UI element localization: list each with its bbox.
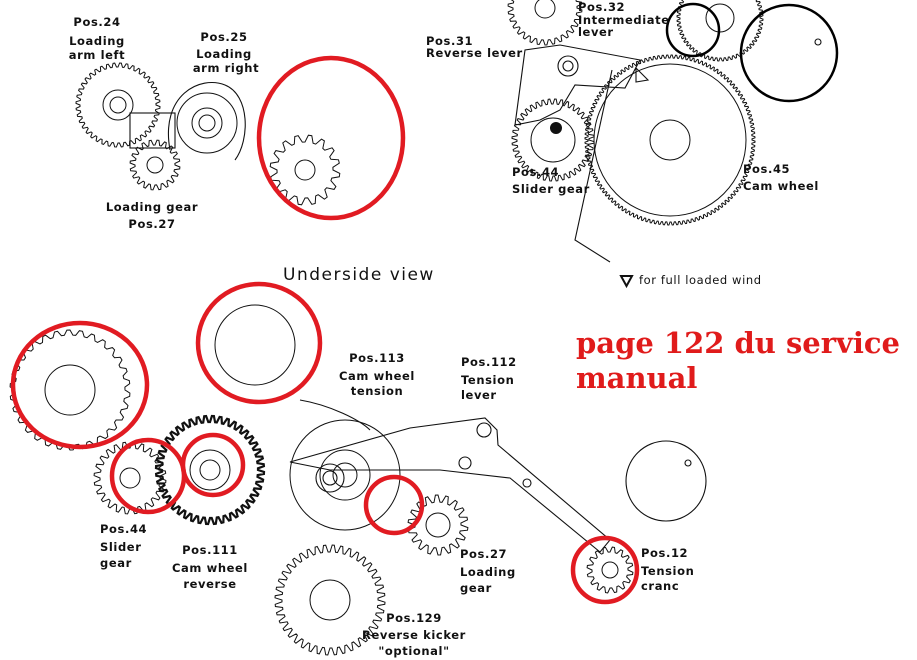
gear <box>269 134 341 206</box>
label-pos27-line: gear <box>460 581 492 595</box>
highlight-circle <box>256 55 406 221</box>
label-pos111: Pos.111 <box>182 543 238 557</box>
gear-hub <box>199 459 221 481</box>
gear <box>511 98 595 182</box>
gear-hub <box>289 419 401 531</box>
gear <box>129 139 181 191</box>
label-pos12-line: Tension <box>641 564 694 578</box>
gear-hub <box>176 92 238 154</box>
label-pos129-line: Reverse kicker <box>362 628 466 642</box>
label-pos27: Pos.27 <box>460 547 507 561</box>
label-pos24: Pos.24 <box>73 15 120 29</box>
label-pos129-line: "optional" <box>378 644 449 658</box>
gear-hub <box>109 96 127 114</box>
label-pos24-line: arm left <box>69 48 125 62</box>
highlight-circle <box>195 281 323 405</box>
label-pos27-top-line: Pos.27 <box>128 217 175 231</box>
reverse-lever-drawing <box>514 44 650 263</box>
detail-circle <box>665 2 721 58</box>
label-pos44-top: Pos.44 <box>512 165 559 179</box>
highlight-circle <box>570 535 640 605</box>
gear-hub <box>534 0 556 19</box>
label-pos111-line: Cam wheel <box>172 561 248 575</box>
label-pos32-line: Intermediate <box>578 13 670 27</box>
gear-hub <box>119 467 141 489</box>
red-highlights <box>10 55 640 605</box>
label-pos31-line: Reverse lever <box>426 46 523 60</box>
gear-hub <box>146 156 164 174</box>
gear-hub <box>294 159 316 181</box>
label-pos31: Pos.31 <box>426 34 473 48</box>
detail-circle <box>739 3 839 103</box>
gear-hub <box>649 119 691 161</box>
gear <box>407 494 469 556</box>
gear <box>586 546 634 594</box>
label-pos27-line: Loading <box>460 565 516 579</box>
gear-hub <box>102 89 134 121</box>
gear <box>584 54 756 226</box>
highlight-circle <box>180 432 246 498</box>
highlight-circle <box>109 437 187 515</box>
label-pos25-line: Loading <box>196 47 252 61</box>
gear-hub <box>530 117 576 163</box>
label-pos113-line: Cam wheel <box>339 369 415 383</box>
label-pos112-line: lever <box>461 388 497 402</box>
label-pos44-top-line: Slider gear <box>512 182 590 196</box>
gear-hub <box>593 63 747 217</box>
gear-hub <box>198 114 216 132</box>
gear <box>274 544 386 656</box>
gear <box>93 441 167 515</box>
label-pos25-line: arm right <box>193 61 259 75</box>
label-pos113: Pos.113 <box>349 351 405 365</box>
label-pos129: Pos.129 <box>386 611 442 625</box>
gear-hub <box>191 107 223 139</box>
annotation-line-2: manual <box>576 361 697 395</box>
label-pos44-line: Slider <box>100 540 141 554</box>
label-pos45: Pos.45 <box>743 162 790 176</box>
highlight-circle <box>363 474 425 536</box>
gear-hub <box>319 449 371 501</box>
label-pos44: Pos.44 <box>100 522 147 536</box>
gear-hub <box>332 462 358 488</box>
highlight-circle <box>10 320 150 450</box>
gear-hub <box>214 304 296 386</box>
gear-hub <box>309 579 351 621</box>
label-pos12-line: cranc <box>641 579 679 593</box>
label-pos24-line: Loading <box>69 34 125 48</box>
label-pos12: Pos.12 <box>641 546 688 560</box>
label-pos111-line: reverse <box>183 577 236 591</box>
label-pos27-top: Loading gear <box>106 200 198 214</box>
label-pos25: Pos.25 <box>200 30 247 44</box>
gear-hub <box>44 364 96 416</box>
gear-hub <box>425 512 451 538</box>
detail-circle <box>625 440 707 522</box>
gear <box>75 62 161 148</box>
gear <box>154 414 266 526</box>
label-pos32: Pos.32 <box>578 0 625 14</box>
full-wind-note: for full loaded wind <box>639 273 762 287</box>
section-title: Underside view <box>283 265 435 285</box>
label-pos112: Pos.112 <box>461 355 517 369</box>
label-pos45-line: Cam wheel <box>743 179 819 193</box>
label-pos113-line: tension <box>351 384 404 398</box>
label-pos44-line: gear <box>100 556 132 570</box>
label-pos32-line: lever <box>578 25 614 39</box>
loading-arm-right-drawing <box>129 81 246 161</box>
triangle-marker-icon <box>619 275 634 289</box>
label-pos112-line: Tension <box>461 373 514 387</box>
gear-hub <box>189 449 231 491</box>
annotation-line-1: page 122 du service <box>576 326 900 360</box>
gear-drawings <box>9 0 764 656</box>
gear <box>507 0 583 46</box>
gear-hub <box>601 561 619 579</box>
